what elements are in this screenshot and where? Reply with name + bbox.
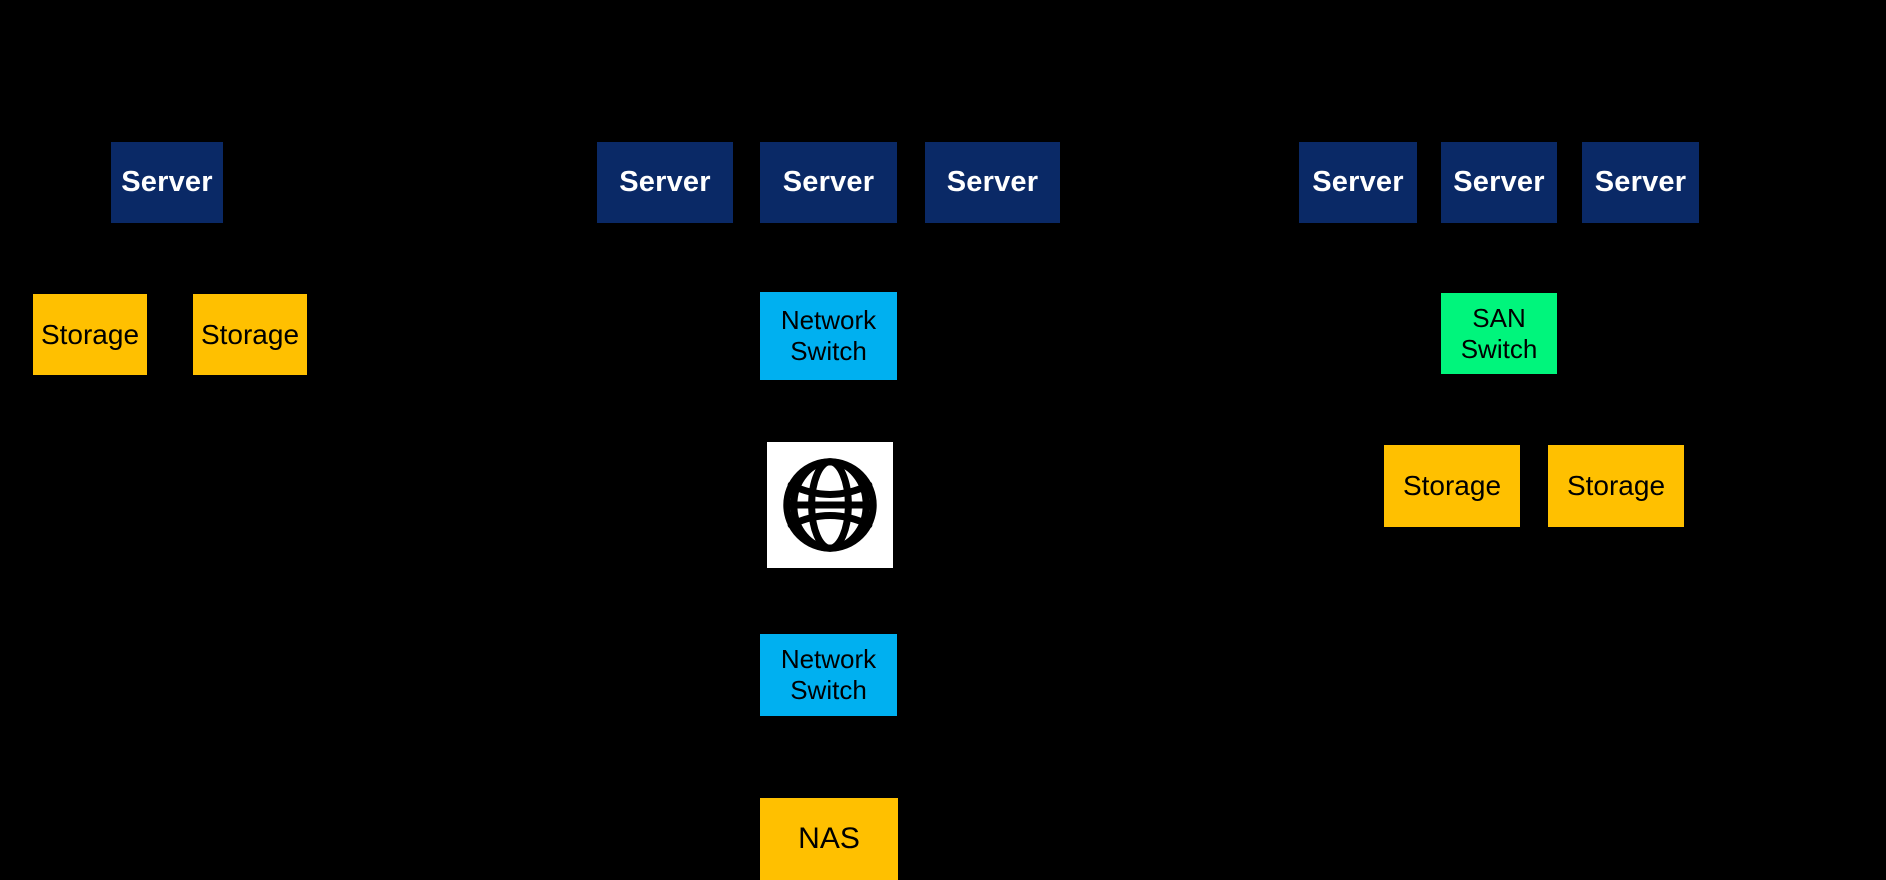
nas-server-box-1: Server	[597, 142, 733, 223]
san-switch-box: SAN Switch	[1441, 293, 1557, 374]
nas-server-box-2: Server	[760, 142, 897, 223]
san-server-box-3: Server	[1582, 142, 1699, 223]
san-server-label-2: Server	[1453, 166, 1545, 198]
nas-appliance-label: NAS	[798, 822, 860, 855]
das-storage-box-1: Storage	[33, 294, 147, 375]
san-storage-box-1: Storage	[1384, 445, 1520, 527]
nas-bottom-network-switch-box: Network Switch	[760, 634, 897, 716]
das-storage-label-2: Storage	[200, 318, 300, 350]
nas-top-network-switch-box: Network Switch	[760, 292, 897, 380]
san-storage-label-1: Storage	[1402, 470, 1502, 501]
san-server-box-2: Server	[1441, 142, 1557, 223]
das-server-label: Server	[121, 166, 213, 198]
nas-server-label-3: Server	[946, 166, 1039, 198]
san-storage-box-2: Storage	[1548, 445, 1684, 527]
san-switch-label: SAN Switch	[1460, 302, 1538, 364]
globe-icon	[783, 458, 877, 552]
nas-bottom-network-switch-label: Network Switch	[780, 644, 877, 705]
nas-server-label-1: Server	[619, 166, 711, 198]
san-server-label-1: Server	[1312, 166, 1404, 198]
nas-top-network-switch-label: Network Switch	[780, 305, 877, 366]
internet-node	[767, 442, 893, 568]
san-storage-label-2: Storage	[1566, 470, 1666, 501]
san-server-label-3: Server	[1594, 166, 1687, 198]
das-server-box: Server	[111, 142, 223, 223]
nas-server-box-3: Server	[925, 142, 1060, 223]
nas-server-label-2: Server	[782, 166, 875, 198]
nas-appliance-box: NAS	[760, 798, 898, 880]
das-storage-box-2: Storage	[193, 294, 307, 375]
das-storage-label-1: Storage	[40, 318, 140, 350]
san-server-box-1: Server	[1299, 142, 1417, 223]
